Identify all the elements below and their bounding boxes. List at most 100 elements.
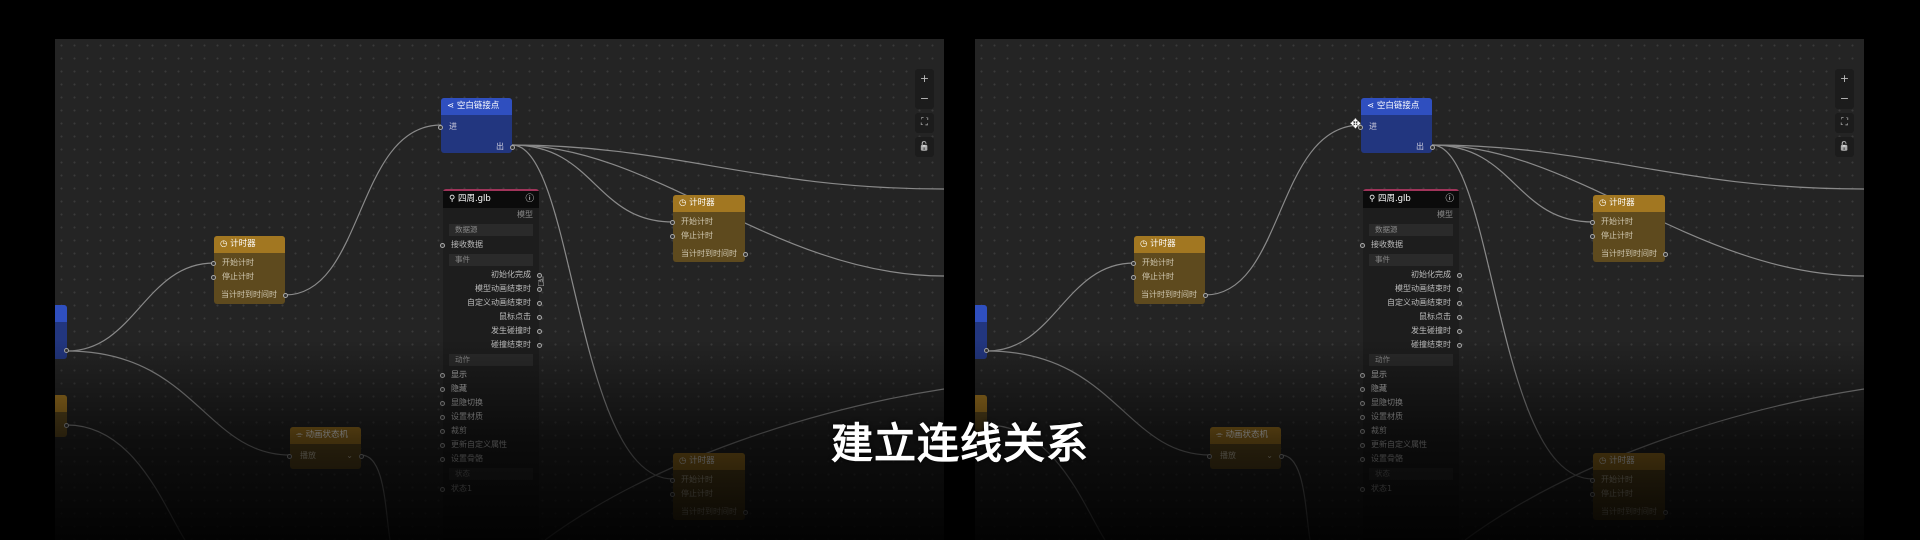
port-row: 停止计时 bbox=[211, 270, 285, 284]
input-port[interactable] bbox=[1358, 124, 1363, 130]
input-port[interactable] bbox=[670, 477, 675, 483]
port-label: 自定义动画结束时 bbox=[467, 298, 531, 307]
output-port[interactable] bbox=[1457, 272, 1462, 278]
output-port[interactable] bbox=[537, 300, 542, 306]
node-type: 模型 bbox=[517, 210, 533, 219]
partial-node-left[interactable] bbox=[55, 305, 69, 359]
output-port[interactable] bbox=[1203, 292, 1208, 298]
clock-icon: ◷ bbox=[1599, 198, 1610, 208]
output-port[interactable] bbox=[743, 251, 748, 257]
edge bbox=[986, 262, 1135, 352]
output-port[interactable] bbox=[537, 272, 542, 278]
output-port[interactable] bbox=[743, 509, 748, 515]
edge bbox=[511, 144, 674, 223]
port-label: 停止计时 bbox=[1142, 272, 1174, 281]
zoom-in-button[interactable]: + bbox=[919, 72, 930, 85]
output-port[interactable] bbox=[537, 342, 542, 348]
input-port[interactable] bbox=[1590, 233, 1595, 239]
output-port[interactable] bbox=[283, 292, 288, 298]
output-port[interactable] bbox=[537, 314, 542, 320]
port-row: 初始化完成 bbox=[1363, 268, 1462, 282]
input-port[interactable] bbox=[1360, 400, 1365, 406]
port-row: 当计时到时间时 bbox=[673, 505, 748, 519]
section-events: 事件 bbox=[449, 254, 533, 266]
input-port[interactable] bbox=[438, 124, 443, 130]
input-port[interactable] bbox=[1360, 486, 1365, 492]
timer-node[interactable]: ◷ 计时器开始计时停止计时当计时到时间时 bbox=[211, 236, 288, 304]
input-port[interactable] bbox=[211, 260, 216, 266]
lock-button[interactable]: 🔓 bbox=[918, 142, 931, 152]
port-row: 状态1 bbox=[440, 482, 539, 496]
port-label: 开始计时 bbox=[1142, 258, 1174, 267]
input-port[interactable] bbox=[1590, 491, 1595, 497]
output-port[interactable] bbox=[1457, 286, 1462, 292]
input-port[interactable] bbox=[670, 491, 675, 497]
input-port[interactable] bbox=[440, 386, 445, 392]
input-port[interactable] bbox=[1360, 242, 1365, 248]
input-port[interactable] bbox=[211, 274, 216, 280]
input-port[interactable] bbox=[1131, 274, 1136, 280]
input-port[interactable] bbox=[440, 372, 445, 378]
port-label: 隐藏 bbox=[1371, 384, 1387, 393]
lock-button[interactable]: 🔓 bbox=[1838, 142, 1851, 152]
input-port[interactable] bbox=[670, 233, 675, 239]
zoom-in-button[interactable]: + bbox=[1839, 72, 1850, 85]
port-row: 当计时到时间时 bbox=[214, 288, 288, 302]
input-port[interactable] bbox=[440, 242, 445, 248]
port-label: 自定义动画结束时 bbox=[1387, 298, 1451, 307]
port-label: 停止计时 bbox=[222, 272, 254, 281]
output-port[interactable] bbox=[1663, 509, 1668, 515]
port-label: 开始计时 bbox=[1601, 475, 1633, 484]
output-port[interactable] bbox=[510, 144, 515, 150]
input-port[interactable] bbox=[670, 219, 675, 225]
port-row: 隐藏 bbox=[440, 382, 539, 396]
output-port[interactable] bbox=[1430, 144, 1435, 150]
zoom-out-button[interactable]: − bbox=[919, 92, 930, 105]
output-port[interactable] bbox=[1457, 314, 1462, 320]
input-port[interactable] bbox=[1360, 386, 1365, 392]
edge bbox=[1431, 144, 1864, 190]
port-label: 开始计时 bbox=[681, 217, 713, 226]
port-row: 碰撞结束时 bbox=[1363, 338, 1462, 352]
output-port[interactable] bbox=[537, 328, 542, 334]
port-label: 模型动画结束时 bbox=[1395, 284, 1451, 293]
output-port[interactable] bbox=[1663, 251, 1668, 257]
input-port[interactable] bbox=[1360, 372, 1365, 378]
fit-view-button[interactable]: ⛶ bbox=[921, 117, 928, 128]
clock-icon: ◷ bbox=[1140, 239, 1151, 249]
output-port[interactable] bbox=[1457, 342, 1462, 348]
timer-node[interactable]: ◷ 计时器开始计时停止计时当计时到时间时 bbox=[670, 195, 748, 262]
port-label: 开始计时 bbox=[222, 258, 254, 267]
input-port[interactable] bbox=[440, 486, 445, 492]
port-row: 停止计时 bbox=[1590, 229, 1665, 243]
fit-view-button[interactable]: ⛶ bbox=[1841, 117, 1848, 128]
port-row: 发生碰撞时 bbox=[1363, 324, 1462, 338]
timer-node[interactable]: ◷ 计时器开始计时停止计时当计时到时间时 bbox=[1131, 236, 1208, 304]
port-row: 开始计时 bbox=[670, 473, 745, 487]
partial-node-left[interactable] bbox=[975, 305, 989, 359]
port-label: 当计时到时间时 bbox=[221, 290, 277, 299]
input-port[interactable] bbox=[1590, 477, 1595, 483]
timer-node[interactable]: ◷ 计时器开始计时停止计时当计时到时间时 bbox=[1590, 195, 1668, 262]
port-row: 停止计时 bbox=[670, 229, 745, 243]
input-port[interactable] bbox=[1590, 219, 1595, 225]
port-label: 停止计时 bbox=[1601, 231, 1633, 240]
port-row: 显隐切换 bbox=[1360, 396, 1459, 410]
output-port[interactable] bbox=[537, 286, 542, 292]
output-port[interactable] bbox=[1457, 328, 1462, 334]
input-port[interactable] bbox=[1131, 260, 1136, 266]
help-icon[interactable]: ⓘ bbox=[1445, 194, 1454, 204]
port-row: 显隐切换 bbox=[440, 396, 539, 410]
output-port[interactable] bbox=[1457, 300, 1462, 306]
blank-connect-node[interactable]: ⋖ 空白链接点 进 出 bbox=[1358, 98, 1435, 153]
port-label: 接收数据 bbox=[1371, 240, 1403, 249]
blank-connect-node[interactable]: ⋖ 空白链接点 进 出 bbox=[438, 98, 515, 153]
port-label: 状态1 bbox=[451, 484, 473, 493]
zoom-out-button[interactable]: − bbox=[1839, 92, 1850, 105]
help-icon[interactable]: ⓘ bbox=[525, 194, 534, 204]
edge bbox=[511, 144, 944, 190]
input-port[interactable] bbox=[440, 400, 445, 406]
